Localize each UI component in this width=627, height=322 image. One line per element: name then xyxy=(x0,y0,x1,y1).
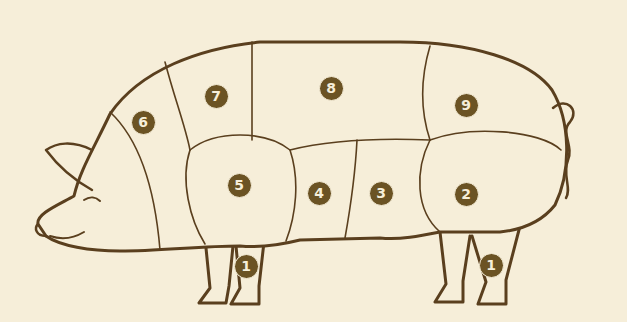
callout-number: 4 xyxy=(307,181,332,206)
callout-number: 1 xyxy=(234,254,259,279)
callout-text: 1 xyxy=(486,258,496,272)
callout-text: 1 xyxy=(241,259,251,273)
callout-text: 3 xyxy=(376,186,386,200)
callout-text: 4 xyxy=(314,186,324,200)
callout-number: 9 xyxy=(454,93,479,118)
callout-text: 2 xyxy=(461,187,471,201)
callout-text: 5 xyxy=(234,178,244,192)
callout-number: 8 xyxy=(319,76,344,101)
callout-text: 9 xyxy=(461,98,471,112)
callout-text: 7 xyxy=(211,89,221,103)
callout-number: 7 xyxy=(204,84,229,109)
callout-number: 3 xyxy=(369,181,394,206)
callout-number: 5 xyxy=(227,173,252,198)
callout-text: 6 xyxy=(138,115,148,129)
callout-number: 2 xyxy=(454,182,479,207)
callout-number: 6 xyxy=(131,110,156,135)
callout-text: 8 xyxy=(326,81,336,95)
callout-number: 1 xyxy=(479,253,504,278)
